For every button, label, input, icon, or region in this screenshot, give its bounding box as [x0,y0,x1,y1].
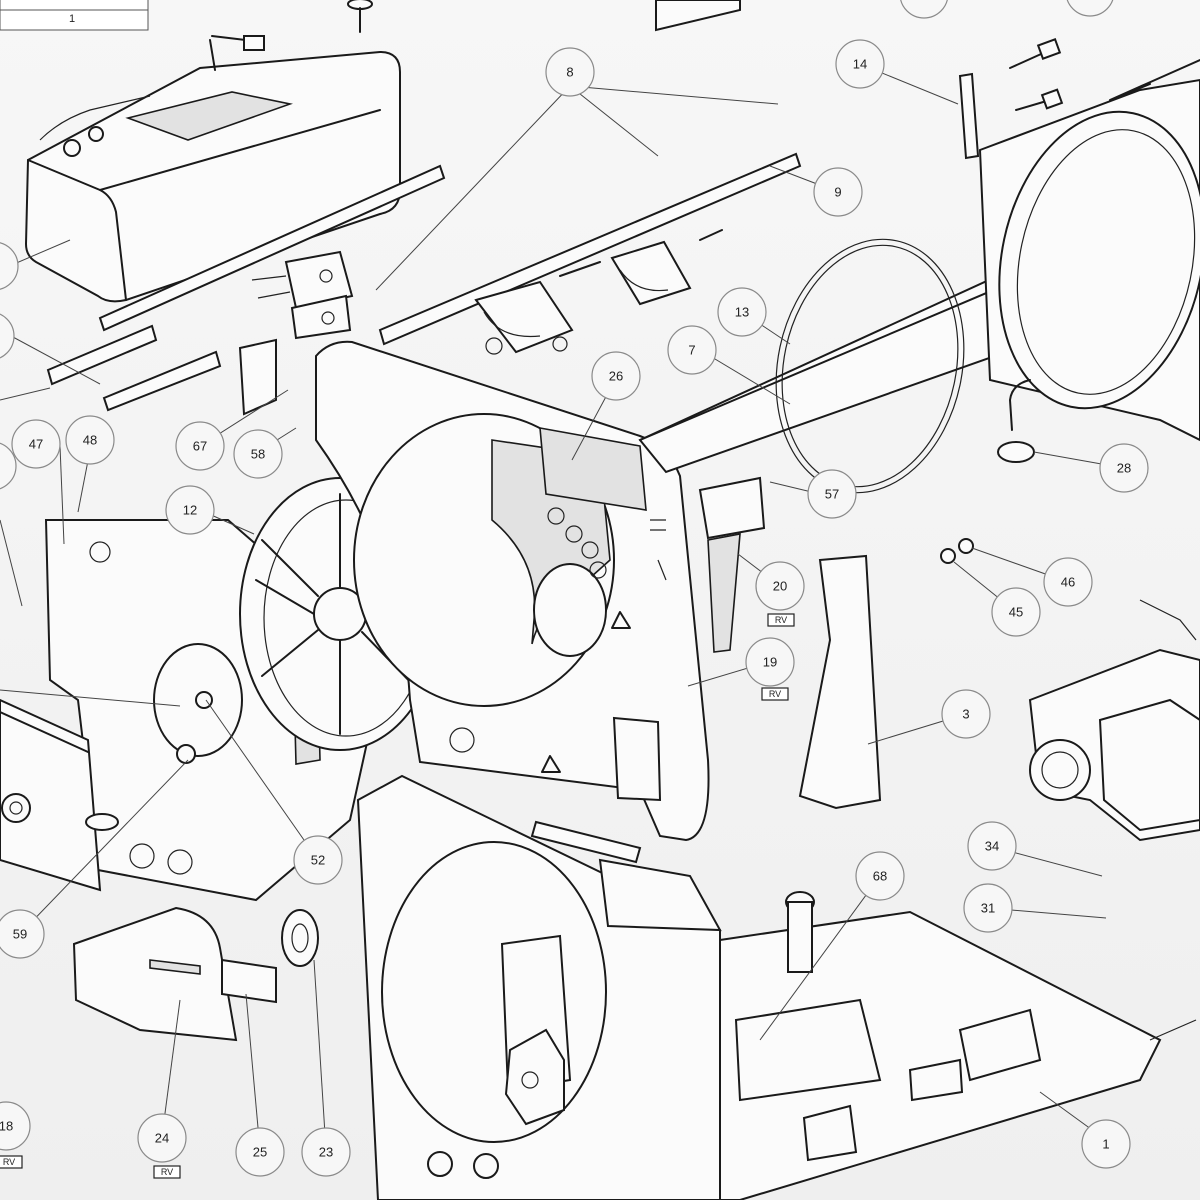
callout-label: 8 [566,65,573,80]
callout-47: 47 [11,419,61,469]
callout-label: 13 [735,305,749,320]
callout-67: 67 [175,421,225,471]
rv-tag-24: RV [153,1165,181,1179]
callout-59: 59 [0,909,45,959]
tank-bracket [46,164,446,412]
callout-52: 52 [293,835,343,885]
callout-label: 26 [609,369,623,384]
callout-48: 48 [65,415,115,465]
callout-label: 12 [183,503,197,518]
side-cover [72,906,238,1042]
callout-34: 34 [967,821,1017,871]
front-frame [315,340,710,842]
callout-25: 25 [235,1127,285,1177]
callout-label: 23 [319,1145,333,1160]
callout-label: 45 [1009,605,1023,620]
callout-68: 68 [855,851,905,901]
callout-label: 47 [29,437,43,452]
rv-tag-20: RV [767,613,795,627]
callout-label: 1 [1102,1137,1109,1152]
callout-26: 26 [591,351,641,401]
nut [958,538,974,554]
callout-cropped-left-3 [0,442,17,490]
callout-3: 3 [941,689,991,739]
callout-label: 58 [251,447,265,462]
pump-motor [1028,599,1200,842]
screw-top [347,0,373,33]
valve-block [238,250,354,416]
control-knob [281,909,319,967]
svg-text:RV: RV [769,689,781,699]
callout-cropped-left-1 [0,242,19,290]
callout-label: 19 [763,655,777,670]
callout-31: 31 [963,883,1013,933]
label-plate [221,958,277,1004]
callout-label: 25 [253,1145,267,1160]
callout-cropped-left-2 [0,313,15,359]
door-handle-panel [0,698,119,892]
callout-19: 19 [745,637,795,687]
callout-1: 1 [1081,1119,1131,1169]
callout-cropped-top-2 [1066,0,1114,17]
base-chassis [356,774,1197,1200]
support-stand [798,554,882,810]
callout-9: 9 [813,167,863,217]
callout-45: 45 [991,587,1041,637]
rv-tag-19: RV [761,687,789,701]
callout-12: 12 [165,485,215,535]
callout-8: 8 [545,47,595,97]
callout-label: 68 [873,869,887,884]
callout-label: 3 [962,707,969,722]
callout-18: 18 [0,1101,31,1151]
washer [940,548,956,564]
callout-46: 46 [1043,557,1093,607]
callout-20: 20 [755,561,805,611]
callout-label: 18 [0,1119,13,1134]
callout-label: 48 [83,433,97,448]
cable-bracket [698,476,766,653]
rv-tag-18: RV [0,1155,23,1169]
svg-text:RV: RV [3,1157,15,1167]
callout-label: 14 [853,57,867,72]
callout-cropped-top-1 [900,0,948,19]
callout-24: 24 [137,1113,187,1163]
callout-label: 34 [985,839,999,854]
callout-label: 67 [193,439,207,454]
callout-28: 28 [1099,443,1149,493]
callout-label: 52 [311,853,325,868]
callout-label: 28 [1117,461,1131,476]
callout-23: 23 [301,1127,351,1177]
callout-label: 20 [773,579,787,594]
steam-hose [997,379,1035,463]
callout-7: 7 [667,325,717,375]
bolts-top-right [1009,38,1064,111]
callout-label: 9 [834,185,841,200]
callout-label: 57 [825,487,839,502]
bracket-bar [958,72,980,160]
title-block: 1 [0,0,149,31]
chamber-ring [978,59,1200,442]
callout-label: 24 [155,1131,169,1146]
water-tank [24,35,401,303]
callout-13: 13 [717,287,767,337]
leader-lines [0,63,1125,1151]
callout-58: 58 [233,429,283,479]
callout-label: 7 [688,343,695,358]
callout-label: 59 [13,927,27,942]
callout-57: 57 [807,469,857,519]
svg-text:RV: RV [775,615,787,625]
solenoid-rail [378,152,802,355]
callout-14: 14 [835,39,885,89]
svg-text:RV: RV [161,1167,173,1177]
callout-label: 31 [981,901,995,916]
top-plate [655,0,741,32]
callout-label: 46 [1061,575,1075,590]
title-block-value: 1 [69,13,75,25]
